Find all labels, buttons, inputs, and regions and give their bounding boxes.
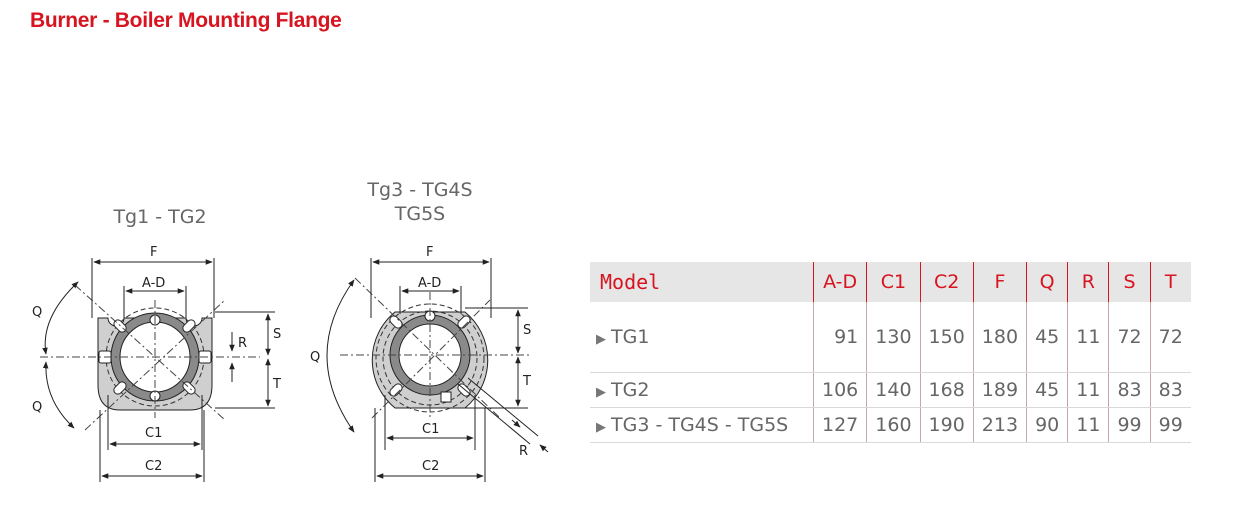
dim-label-AD-2: A-D xyxy=(418,276,441,291)
table-cell: 83 xyxy=(1149,372,1191,408)
table-cell: 150 xyxy=(919,302,974,373)
dim-label-Q-2: Q xyxy=(310,350,320,365)
model-name: TG1 xyxy=(611,326,650,348)
table-cell: 90 xyxy=(1026,407,1068,443)
header-c2: C2 xyxy=(919,262,974,302)
header-model: Model xyxy=(590,262,814,302)
dim-label-Q-top-1: Q xyxy=(32,305,42,320)
table-row: ▶ TG1 91 130 150 180 45 11 72 72 xyxy=(590,302,1191,373)
dim-label-F-2: F xyxy=(426,245,433,260)
table-cell: 99 xyxy=(1149,407,1191,443)
dim-label-S-1: S xyxy=(273,327,281,342)
dim-label-S-2: S xyxy=(523,323,531,338)
flange-drawing-1: F A-D C1 C2 Q Q R S T xyxy=(32,245,281,482)
table-cell: 127 xyxy=(812,407,867,443)
model-cell: ▶ TG3 - TG4S - TG5S xyxy=(590,407,814,443)
table-cell: 11 xyxy=(1067,407,1109,443)
header-s: S xyxy=(1108,262,1151,302)
table-header-row: Model A-D C1 C2 F Q R S T xyxy=(590,262,1191,302)
table-cell: 130 xyxy=(866,302,921,373)
table-cell: 72 xyxy=(1108,302,1151,373)
table-cell: 99 xyxy=(1108,407,1151,443)
table-cell: 190 xyxy=(919,407,974,443)
table-row: ▶ TG3 - TG4S - TG5S 127 160 190 213 90 11… xyxy=(590,407,1191,443)
model-cell: ▶ TG2 xyxy=(590,372,814,408)
dim-label-T-2: T xyxy=(522,374,531,389)
dim-label-Q-bottom-1: Q xyxy=(32,400,42,415)
header-f: F xyxy=(972,262,1027,302)
table-cell: 83 xyxy=(1108,372,1151,408)
header-ad: A-D xyxy=(812,262,867,302)
dim-label-T-1: T xyxy=(272,377,281,392)
table-cell: 180 xyxy=(972,302,1027,373)
table-cell: 213 xyxy=(972,407,1027,443)
diagram-2-caption-line-2: TG5S xyxy=(394,203,446,225)
table-cell: 140 xyxy=(866,372,921,408)
dimensions-table: Model A-D C1 C2 F Q R S T ▶ TG1 91 130 15… xyxy=(590,262,1191,443)
header-c1: C1 xyxy=(866,262,921,302)
triangle-bullet-icon: ▶ xyxy=(596,385,606,400)
header-t: T xyxy=(1149,262,1191,302)
table-cell: 45 xyxy=(1026,302,1068,373)
flange-drawing-2: F A-D C1 C2 Q R S T xyxy=(310,245,549,482)
dim-label-C1-2: C1 xyxy=(422,422,439,437)
model-name: TG3 - TG4S - TG5S xyxy=(611,414,789,436)
page-title: Burner - Boiler Mounting Flange xyxy=(30,9,342,32)
table-cell: 106 xyxy=(812,372,867,408)
dim-label-AD-1: A-D xyxy=(142,276,165,291)
dim-label-F-1: F xyxy=(150,245,157,260)
table-cell: 72 xyxy=(1149,302,1191,373)
triangle-bullet-icon: ▶ xyxy=(596,332,606,347)
dim-label-C1-1: C1 xyxy=(145,426,162,441)
diagram-2-caption-line-1: Tg3 - TG4S xyxy=(367,179,473,201)
model-name: TG2 xyxy=(611,379,650,401)
diagram-1-caption: Tg1 - TG2 xyxy=(60,206,260,228)
dim-label-C2-1: C2 xyxy=(145,459,162,474)
header-r: R xyxy=(1067,262,1109,302)
dim-label-R-1: R xyxy=(238,336,247,351)
dim-label-R-2: R xyxy=(519,444,528,459)
table-cell: 160 xyxy=(866,407,921,443)
table-cell: 168 xyxy=(919,372,974,408)
table-cell: 11 xyxy=(1067,372,1109,408)
diagram-1-caption-line: Tg1 - TG2 xyxy=(113,206,207,228)
model-cell: ▶ TG1 xyxy=(590,302,814,373)
table-cell: 91 xyxy=(812,302,867,373)
triangle-bullet-icon: ▶ xyxy=(596,420,606,435)
diagram-2-caption: Tg3 - TG4S TG5S xyxy=(320,178,520,226)
header-q: Q xyxy=(1026,262,1068,302)
dim-label-C2-2: C2 xyxy=(422,459,439,474)
table-cell: 189 xyxy=(972,372,1027,408)
table-row: ▶ TG2 106 140 168 189 45 11 83 83 xyxy=(590,372,1191,408)
table-cell: 11 xyxy=(1067,302,1109,373)
table-cell: 45 xyxy=(1026,372,1068,408)
bolt-slots-2 xyxy=(389,310,471,403)
